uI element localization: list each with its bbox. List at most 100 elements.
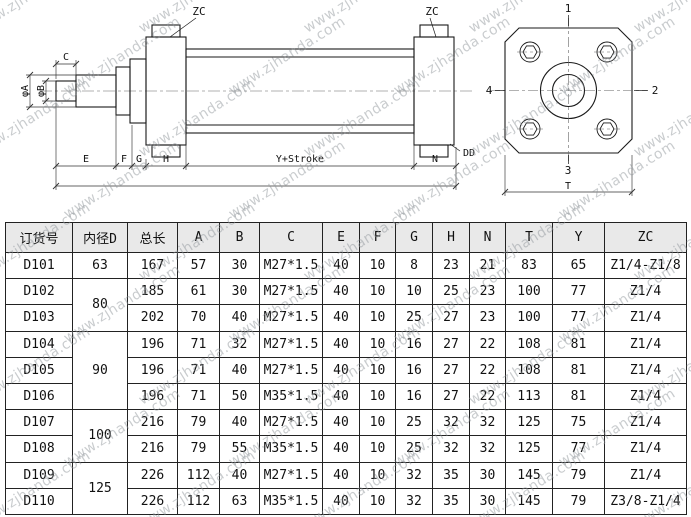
label-dim-phi-a: φA: [20, 85, 31, 97]
table-cell: 108: [505, 330, 553, 358]
column-header: T: [505, 222, 553, 253]
table-cell: Z1/4: [604, 382, 687, 411]
table-cell: 79: [177, 435, 220, 463]
table-cell: 10: [359, 356, 396, 384]
table-cell: M35*1.5: [259, 487, 323, 516]
table-cell: 32: [432, 435, 470, 463]
front-view: [490, 15, 648, 164]
table-cell: M35*1.5: [259, 382, 323, 411]
table-cell: 16: [395, 356, 433, 384]
label-dim-t: T: [565, 181, 571, 192]
label-dim-e: E: [83, 154, 89, 165]
table-cell: 40: [219, 461, 260, 489]
column-header: 内径D: [72, 222, 128, 253]
table-cell: 16: [395, 330, 433, 358]
table-cell: M27*1.5: [259, 304, 323, 332]
technical-drawing: ZC ZC φA φB C E F G H Y+Stroke N DD 1 2 …: [0, 0, 691, 222]
table-cell: 226: [127, 461, 178, 489]
table-cell: 10: [359, 251, 396, 280]
table-cell: 40: [219, 356, 260, 384]
table-cell: 108: [505, 356, 553, 384]
table-cell-order-no: D110: [5, 487, 73, 516]
table-cell: 40: [322, 330, 360, 358]
label-position-1: 1: [565, 2, 572, 15]
table-cell: Z1/4: [604, 304, 687, 332]
table-cell-order-no: D106: [5, 382, 73, 411]
label-dim-dd: DD: [463, 148, 475, 159]
table-cell: 79: [552, 487, 605, 516]
drawing-labels: ZC ZC φA φB C E F G H Y+Stroke N DD 1 2 …: [20, 2, 658, 192]
table-cell: 100: [505, 278, 553, 306]
table-cell: 10: [359, 278, 396, 306]
table-cell: 125: [505, 409, 553, 437]
table-cell-bore: 80: [72, 278, 128, 332]
table-cell: 71: [177, 356, 220, 384]
table-cell: 125: [505, 435, 553, 463]
table-cell: 145: [505, 461, 553, 489]
label-dim-n: N: [432, 154, 438, 165]
label-port-zc-right: ZC: [425, 5, 438, 18]
label-port-zc-left: ZC: [192, 5, 205, 18]
label-position-4: 4: [486, 84, 493, 97]
table-cell: 27: [432, 304, 470, 332]
table-cell: 40: [322, 461, 360, 489]
table-cell: 10: [359, 487, 396, 516]
table-cell: 145: [505, 487, 553, 516]
table-cell: 63: [219, 487, 260, 516]
table-cell: 61: [177, 278, 220, 306]
table-cell: 32: [219, 330, 260, 358]
table-cell: 27: [432, 382, 470, 411]
table-cell-order-no: D104: [5, 330, 73, 358]
table-cell: 75: [552, 409, 605, 437]
table-cell: 10: [359, 382, 396, 411]
column-header: H: [432, 222, 470, 253]
dimension-lines: [26, 60, 636, 196]
table-cell: 40: [219, 409, 260, 437]
table-cell: 10: [395, 278, 433, 306]
table-cell: 22: [469, 382, 506, 411]
table-cell: 113: [505, 382, 553, 411]
table-cell: 30: [219, 278, 260, 306]
table-cell: 40: [322, 251, 360, 280]
table-cell: 167: [127, 251, 178, 280]
table-cell: M27*1.5: [259, 278, 323, 306]
table-cell: Z1/4: [604, 461, 687, 489]
table-cell: 35: [432, 487, 470, 516]
cylinder-drawing: ZC ZC φA φB C E F G H Y+Stroke N DD 1 2 …: [20, 2, 658, 196]
table-cell: 30: [469, 487, 506, 516]
table-cell: 40: [322, 409, 360, 437]
table-cell: 196: [127, 330, 178, 358]
table-cell-order-no: D102: [5, 278, 73, 306]
table-cell: 77: [552, 435, 605, 463]
table-cell: 50: [219, 382, 260, 411]
table-cell: 40: [322, 382, 360, 411]
table-cell: 112: [177, 461, 220, 489]
table-cell: 40: [219, 304, 260, 332]
table-cell: 71: [177, 382, 220, 411]
table-cell: 35: [432, 461, 470, 489]
table-cell: 30: [219, 251, 260, 280]
table-cell-order-no: D101: [5, 251, 73, 280]
table-cell-bore: 125: [72, 461, 128, 515]
table-cell: 32: [432, 409, 470, 437]
table-cell-order-no: D105: [5, 356, 73, 384]
table-cell: 79: [552, 461, 605, 489]
table-cell: 32: [469, 409, 506, 437]
table-cell-bore: 63: [72, 251, 128, 280]
table-cell: 40: [322, 304, 360, 332]
table-cell-order-no: D108: [5, 435, 73, 463]
table-cell: 10: [359, 409, 396, 437]
table-cell: 226: [127, 487, 178, 516]
column-header: B: [219, 222, 260, 253]
table-cell: 55: [219, 435, 260, 463]
table-cell: 10: [359, 461, 396, 489]
label-dim-c: C: [63, 52, 69, 63]
